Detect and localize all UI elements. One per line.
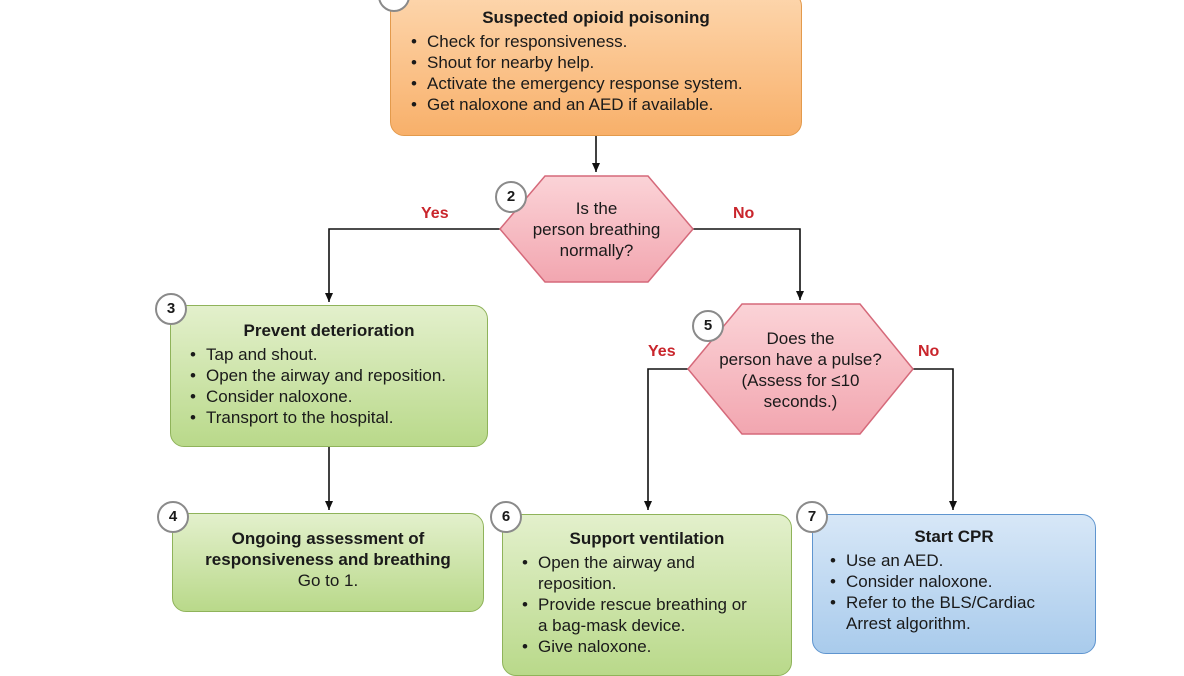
step-1-list: Check for responsiveness. Shout for near… (409, 31, 801, 115)
list-item: Consider naloxone. (828, 571, 1095, 592)
decision-5-text: Does the person have a pulse? (Assess fo… (703, 328, 898, 412)
decision-2-line: person breathing (532, 220, 661, 239)
list-item-line: Give naloxone. (538, 637, 652, 656)
decision-5-diamond (687, 303, 914, 435)
decision-2-yes-label: Yes (421, 205, 449, 222)
decision-5-line: Does the (766, 329, 835, 348)
step-6-title: Support ventilation (569, 529, 725, 548)
step-2-number: 2 (495, 181, 527, 213)
list-item: Tap and shout. (188, 344, 487, 365)
list-item-line: reposition. (538, 574, 617, 593)
step-6-list: Open the airway and reposition. Provide r… (520, 552, 791, 657)
list-item-line: Provide rescue breathing or (538, 595, 747, 614)
list-item-line: Consider naloxone. (846, 572, 993, 591)
step-1-box: Suspected opioid poisoning Check for res… (390, 0, 802, 136)
step-7-number: 7 (796, 501, 828, 533)
list-item: Shout for nearby help. (409, 52, 801, 73)
list-item: Open the airway and reposition. (520, 552, 791, 594)
decision-5-yes-label: Yes (648, 343, 676, 360)
decision-2-line: normally? (559, 241, 634, 260)
step-4-number: 4 (157, 501, 189, 533)
step-4-subtitle: Go to 1. (297, 571, 359, 590)
step-4-title-line: responsiveness and breathing (205, 550, 451, 569)
step-7-list: Use an AED. Consider naloxone. Refer to … (828, 550, 1095, 634)
step-3-box: Prevent deterioration Tap and shout. Ope… (170, 305, 488, 447)
arrow-5-yes-to-6 (644, 368, 688, 510)
list-item: Give naloxone. (520, 636, 791, 657)
step-3-number: 3 (155, 293, 187, 325)
list-item: Provide rescue breathing or a bag-mask de… (520, 594, 791, 636)
decision-2-diamond (499, 175, 694, 283)
arrow-2-no-to-5 (693, 228, 804, 300)
list-item: Transport to the hospital. (188, 407, 487, 428)
decision-5-no-label: No (918, 343, 940, 360)
list-item: Consider naloxone. (188, 386, 487, 407)
step-1-title: Suspected opioid poisoning (482, 8, 710, 27)
list-item-line: Refer to the BLS/Cardiac (846, 593, 1035, 612)
flowchart-connectors (325, 136, 957, 510)
decision-2-line: Is the (575, 199, 618, 218)
step-7-title: Start CPR (914, 527, 994, 546)
list-item-line: Open the airway and (538, 553, 695, 572)
list-item-line: Use an AED. (846, 551, 944, 570)
step-5-number: 5 (692, 310, 724, 342)
step-4-box: Ongoing assessment of responsiveness and… (172, 513, 484, 612)
decision-5-line: (Assess for ≤10 (741, 371, 860, 390)
list-item: Get naloxone and an AED if available. (409, 94, 801, 115)
decision-2-text: Is the person breathing normally? (520, 198, 673, 261)
step-6-box: Support ventilation Open the airway and r… (502, 514, 792, 676)
step-4-title-line: Ongoing assessment of (231, 529, 425, 548)
step-7-box: Start CPR Use an AED. Consider naloxone.… (812, 514, 1096, 654)
list-item-line: Arrest algorithm. (846, 614, 971, 633)
step-6-number: 6 (490, 501, 522, 533)
decision-5-line: person have a pulse? (719, 350, 882, 369)
list-item: Activate the emergency response system. (409, 73, 801, 94)
decision-2-no-label: No (733, 205, 755, 222)
list-item: Open the airway and reposition. (188, 365, 487, 386)
list-item: Check for responsiveness. (409, 31, 801, 52)
arrow-5-no-to-7 (913, 368, 957, 510)
decision-5-line: seconds.) (763, 392, 838, 411)
step-3-title: Prevent deterioration (243, 321, 415, 340)
list-item-line: a bag-mask device. (538, 616, 686, 635)
arrow-2-yes-to-3 (325, 228, 500, 302)
list-item: Use an AED. (828, 550, 1095, 571)
step-3-list: Tap and shout. Open the airway and repos… (188, 344, 487, 428)
